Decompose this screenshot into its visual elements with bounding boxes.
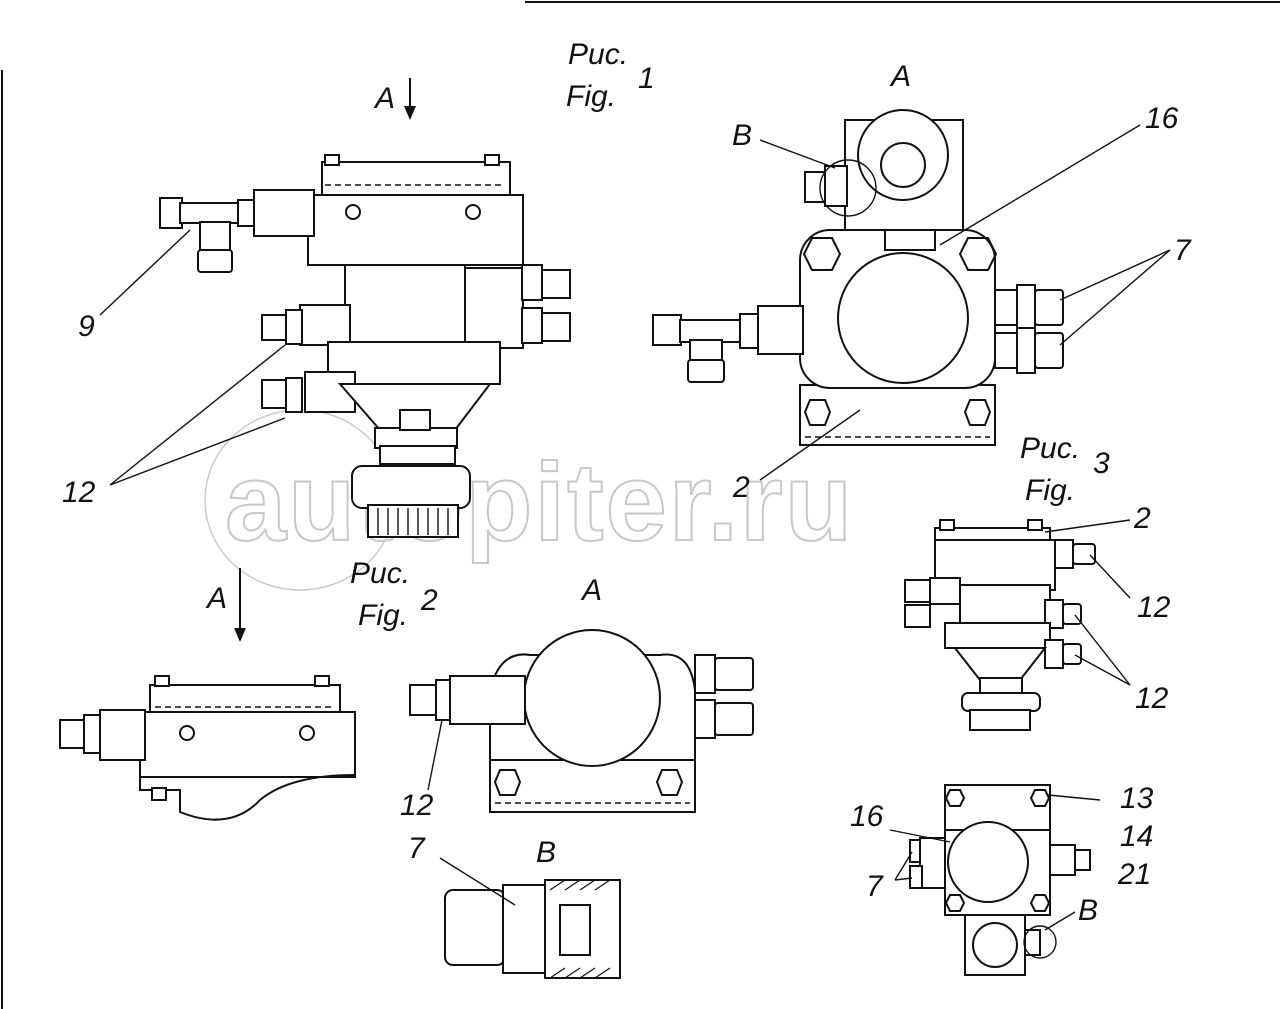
- view-a-top: [652, 109, 1171, 481]
- callout-12-fig3-a: 12: [1137, 591, 1171, 624]
- fig3-caption-en: Fig.: [1025, 474, 1075, 507]
- fig2-view-arrow-label: A: [205, 582, 227, 615]
- callout-7-fig3: 7: [866, 870, 884, 903]
- fig3-valve: [904, 519, 1131, 731]
- fig1-view-arrow-label: A: [373, 82, 395, 115]
- callout-12-fig3-b: 12: [1135, 682, 1169, 715]
- view-a-top-title: A: [889, 60, 911, 93]
- fig3-caption-ru: Рис.: [1020, 432, 1080, 465]
- callout-12-view-a-bottom: 12: [400, 789, 434, 822]
- detail-b: [439, 857, 621, 979]
- fig2-number: 2: [420, 584, 438, 617]
- callout-21-fig3: 21: [1117, 858, 1151, 891]
- callout-16-fig3: 16: [850, 800, 884, 833]
- view-a-bottom-title: A: [580, 574, 602, 607]
- callout-b-fig3: B: [1078, 894, 1098, 927]
- fig2-caption-ru: Рис.: [350, 557, 410, 590]
- fig3-number: 3: [1093, 447, 1110, 480]
- detail-b-title: B: [536, 836, 556, 869]
- view-a-bottom: [409, 629, 754, 813]
- fig1-caption-en: Fig.: [566, 80, 616, 113]
- callout-14-fig3: 14: [1120, 820, 1153, 853]
- callout-7-view-a: 7: [1174, 234, 1192, 267]
- callout-2-fig3: 2: [1133, 502, 1151, 535]
- callout-9: 9: [78, 310, 95, 343]
- callout-7-detail-b: 7: [408, 832, 426, 865]
- fig2-valve: [59, 568, 356, 821]
- fig1-valve: [99, 78, 571, 538]
- callout-13-fig3: 13: [1120, 782, 1154, 815]
- callout-2-view-a: 2: [732, 471, 750, 504]
- fig1-number: 1: [638, 62, 655, 95]
- labels: Рис. Fig. 1 A A 9 12 B 16 7 2 Рис. Fig. …: [62, 38, 1192, 927]
- watermark: autopiter.ru: [204, 409, 854, 591]
- fig1-caption-ru: Рис.: [568, 38, 628, 71]
- callout-b-view-a: B: [732, 119, 752, 152]
- fig2-caption-en: Fig.: [358, 599, 408, 632]
- watermark-text: autopiter.ru: [225, 441, 854, 564]
- callout-12-fig1: 12: [62, 476, 96, 509]
- fig3-bottom-view: [889, 784, 1101, 976]
- callout-16-view-a: 16: [1145, 102, 1179, 135]
